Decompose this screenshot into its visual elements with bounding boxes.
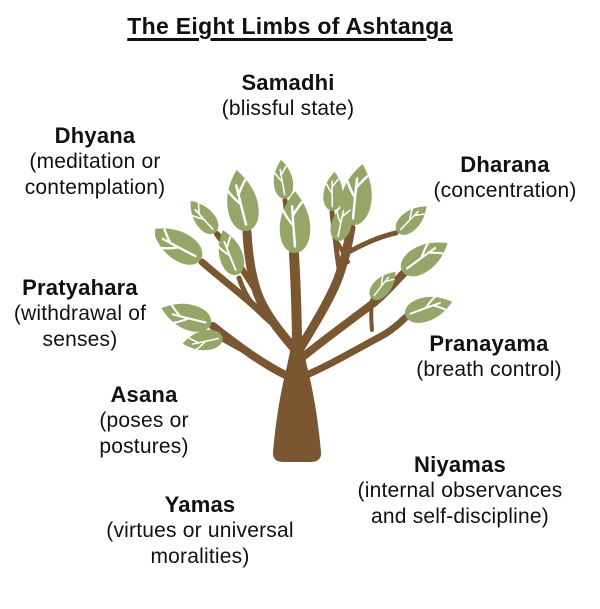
- limb-desc-pratyahara: (withdrawal of senses): [13, 302, 147, 351]
- limb-name-samadhi: Samadhi: [241, 70, 335, 95]
- limb-label-asana: Asana (poses or postures): [99, 382, 188, 460]
- limb-desc-dharana: (concentration): [433, 179, 577, 202]
- limb-desc-niyamas: (internal observances and self-disciplin…: [357, 479, 563, 528]
- branch: [335, 240, 350, 264]
- branch: [295, 313, 410, 382]
- branch: [342, 230, 399, 257]
- limb-name-dharana: Dharana: [460, 152, 550, 177]
- limb-desc-dhyana: (meditation or contemplation): [24, 150, 166, 199]
- branch: [221, 337, 254, 357]
- limb-label-niyamas: Niyamas (internal observances and self-d…: [358, 452, 563, 530]
- limb-name-pratyahara: Pratyahara: [22, 275, 138, 300]
- leaf: [400, 289, 455, 328]
- limb-label-yamas: Yamas (virtues or universal moralities): [106, 492, 293, 570]
- limb-label-dhyana: Dhyana (meditation or contemplation): [25, 123, 166, 201]
- branch: [369, 298, 374, 332]
- limb-label-pratyahara: Pratyahara (withdrawal of senses): [14, 275, 146, 353]
- limb-desc-pranayama: (breath control): [416, 358, 562, 381]
- limb-name-dhyana: Dhyana: [54, 123, 136, 148]
- limb-desc-samadhi: (blissful state): [221, 97, 355, 120]
- limb-label-dharana: Dharana (concentration): [433, 152, 576, 204]
- leaf: [180, 327, 225, 355]
- limb-name-asana: Asana: [110, 382, 178, 407]
- leaf: [270, 158, 296, 201]
- limb-label-samadhi: Samadhi (blissful state): [222, 70, 355, 122]
- branch: [236, 275, 273, 325]
- branch: [293, 223, 356, 357]
- limb-label-pranayama: Pranayama (breath control): [416, 331, 562, 383]
- limb-desc-yamas: (virtues or universal moralities): [106, 519, 294, 568]
- limb-name-niyamas: Niyamas: [414, 452, 506, 477]
- limb-name-yamas: Yamas: [164, 492, 236, 517]
- leaf: [220, 166, 264, 235]
- tree-leaves: [155, 158, 455, 355]
- tree-illustration: [155, 158, 455, 462]
- limb-desc-asana: (poses or postures): [99, 409, 189, 458]
- limb-name-pranayama: Pranayama: [429, 331, 549, 356]
- diagram-title: The Eight Limbs of Ashtanga: [127, 13, 453, 39]
- branch: [295, 269, 408, 364]
- tree-trunk: [272, 334, 322, 462]
